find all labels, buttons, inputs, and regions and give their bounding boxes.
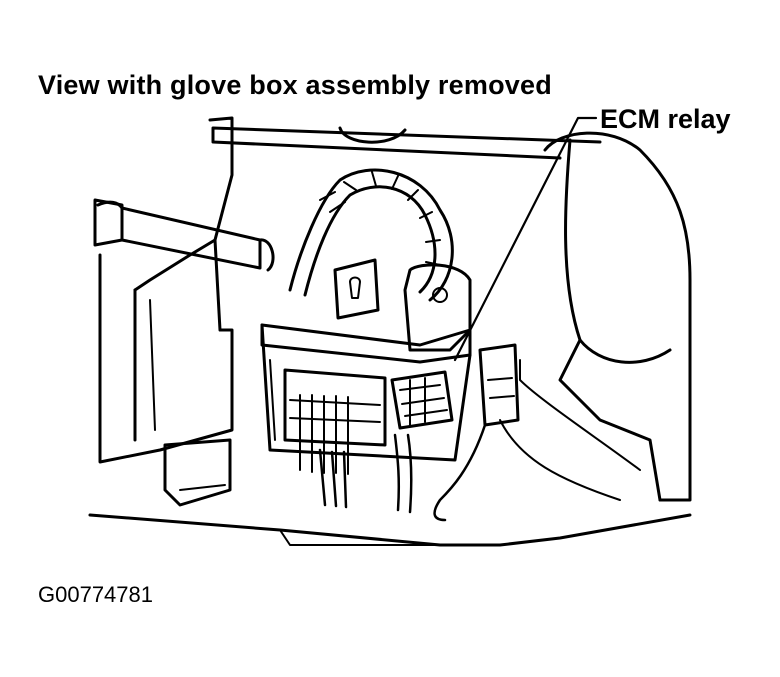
keyhole-slot — [349, 276, 361, 299]
mounting-plate — [333, 258, 380, 320]
wire-bundle-lower — [318, 448, 348, 509]
connector-window-left — [283, 368, 387, 447]
bracket-bolt-hole — [432, 287, 448, 303]
wire-harness-loop — [288, 168, 454, 302]
relay-bracket-tab — [403, 263, 472, 352]
left-bracket-arm — [120, 206, 262, 270]
ecm-relay — [390, 370, 454, 430]
callout-leader-line — [453, 116, 598, 362]
vent-outline — [338, 126, 407, 144]
right-connector — [478, 343, 520, 427]
dash-upper-panel — [211, 126, 602, 160]
callout-label-ecm-relay: ECM relay — [600, 104, 731, 134]
diagram-title: View with glove box assembly removed — [38, 70, 552, 100]
left-side-panel — [98, 116, 234, 464]
figure-id: G00774781 — [38, 582, 153, 607]
right-console — [543, 131, 692, 502]
left-bracket — [93, 198, 124, 247]
lower-left-block — [163, 438, 232, 507]
floor-edge — [88, 513, 692, 547]
